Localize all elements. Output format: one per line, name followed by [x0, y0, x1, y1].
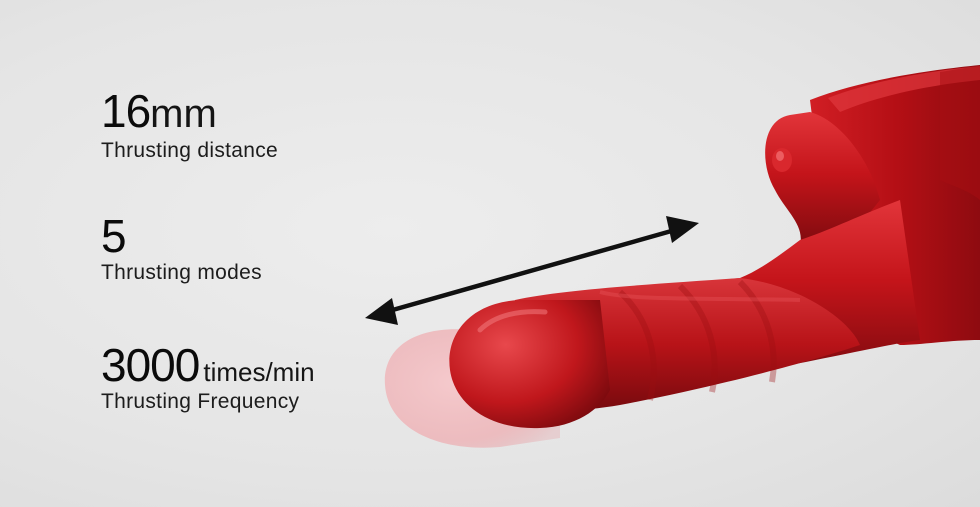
spec-modes: 5 Thrusting modes	[101, 213, 262, 285]
product-tip	[449, 300, 610, 429]
spec-distance-value: 16	[101, 85, 151, 137]
spec-modes-label: Thrusting modes	[101, 261, 262, 284]
spec-frequency-value: 3000	[101, 339, 200, 391]
spec-distance-label: Thrusting distance	[101, 139, 278, 162]
spec-frequency-unit: times/min	[203, 357, 315, 387]
spec-distance-value-line: 16mm	[101, 88, 278, 137]
spec-distance-unit: mm	[150, 92, 217, 136]
double-headed-arrow-icon	[365, 216, 699, 325]
spec-frequency-label: Thrusting Frequency	[101, 390, 300, 413]
product-nub	[765, 112, 880, 250]
spec-distance: 16mm Thrusting distance	[101, 88, 278, 163]
spec-modes-value: 5	[101, 210, 127, 262]
